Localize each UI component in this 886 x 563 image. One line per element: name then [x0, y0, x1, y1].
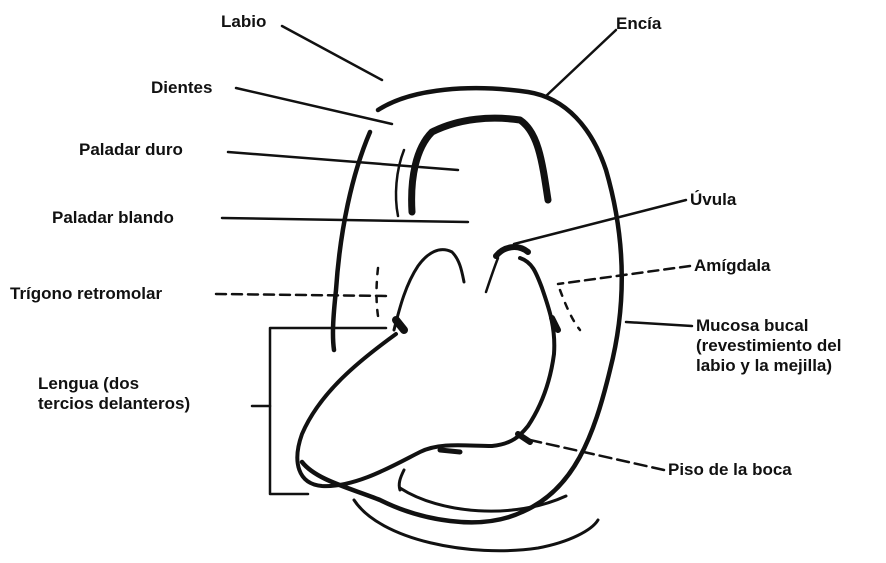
- label-labio: Labio: [221, 12, 266, 32]
- lower-lip-stroke-2: [354, 500, 598, 551]
- label-paladar-blando: Paladar blando: [52, 208, 174, 228]
- label-amigdala: Amígdala: [694, 256, 771, 276]
- leader-labio: [282, 26, 382, 80]
- label-uvula: Úvula: [690, 190, 736, 210]
- leader-uvula: [514, 200, 686, 244]
- lip-outline-left: [333, 132, 370, 350]
- leader-paladar-duro: [228, 152, 458, 170]
- lip-outline: [302, 88, 622, 522]
- tongue-left-edge: [394, 250, 464, 330]
- lower-lip-stroke-3: [399, 470, 404, 490]
- tongue-dorsum: [486, 258, 498, 292]
- label-dientes: Dientes: [151, 78, 212, 98]
- floor-patch-2: [440, 450, 460, 452]
- retromolar-patch: [396, 320, 404, 330]
- label-paladar-duro: Paladar duro: [79, 140, 183, 160]
- upper-dental-arch: [412, 118, 548, 212]
- leader-trigono: [216, 294, 388, 296]
- leader-mucosa: [626, 322, 692, 326]
- leader-piso: [530, 440, 664, 470]
- floor-patch: [518, 434, 530, 442]
- leader-encia: [546, 30, 616, 96]
- label-piso-de-la-boca: Piso de la boca: [668, 460, 792, 480]
- label-encia: Encía: [616, 14, 661, 34]
- leader-dientes: [236, 88, 392, 124]
- arch-left-dashes: [377, 268, 379, 316]
- label-mucosa-bucal: Mucosa bucal (revestimiento del labio y …: [696, 316, 842, 376]
- label-lengua: Lengua (dos tercios delanteros): [38, 374, 190, 414]
- uvula-shape: [496, 247, 528, 256]
- arch-right-dashes: [560, 290, 580, 330]
- leader-amigdala: [558, 266, 690, 284]
- teeth-left-stroke: [396, 150, 404, 216]
- label-trigono-retromolar: Trígono retromolar: [10, 284, 162, 304]
